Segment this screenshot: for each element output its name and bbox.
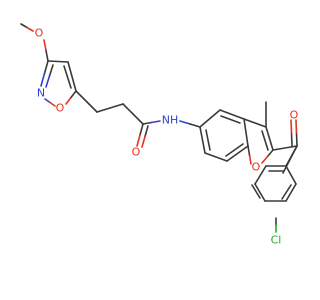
bond-n-aryl-a	[179, 120, 191, 125]
bond-n-o-a	[44, 98, 51, 104]
bond-b6	[199, 126, 206, 154]
chlorine-atom: Cl	[271, 234, 282, 247]
bond-c5-c4	[67, 61, 77, 92]
bond-ketone-o-a	[295, 132, 298, 147]
bond-f3-b	[261, 155, 269, 164]
ketone-oxygen-atom: O	[290, 109, 299, 122]
bond-b6-dbl	[205, 129, 211, 151]
benzofuran-oxygen-atom: O	[252, 161, 261, 174]
bond-co-o-dbl-a	[144, 125, 149, 138]
methoxy-oxygen-atom: O	[35, 27, 44, 40]
bond-b5	[204, 152, 228, 162]
bond-ph2-dbl	[281, 184, 292, 200]
bond-f1	[243, 118, 267, 128]
bond-b4-dbl	[225, 143, 244, 157]
amide-nh-atom: NH	[162, 114, 179, 127]
bond-c3-n-b	[40, 72, 46, 87]
bond-b3	[243, 118, 249, 147]
bond-layer	[20, 23, 298, 233]
bond-co-o-a	[139, 123, 144, 136]
bond-ch2-ch2	[96, 103, 124, 113]
bond-ketone-o-dbl-a	[290, 132, 293, 147]
bond-b4	[226, 145, 249, 162]
bond-ph5	[254, 165, 267, 185]
bond-methoxy-o-c3-b	[45, 49, 49, 62]
bond-c3-n-dbl-a	[48, 64, 54, 77]
bond-f2	[265, 126, 274, 151]
bond-ph4-dbl	[251, 184, 261, 199]
bond-c3-n-a	[43, 60, 49, 75]
bond-b2	[219, 109, 245, 120]
bond-ph2	[285, 183, 297, 202]
bond-ketone-o-dbl-b	[290, 119, 293, 134]
bond-ph1	[285, 165, 297, 185]
bond-c5-ch2	[75, 90, 98, 113]
bond-co-o-dbl-b	[141, 135, 146, 148]
bond-co-n-a	[142, 121, 153, 125]
bond-c5-c4-dbl	[63, 65, 72, 89]
bond-b1	[199, 109, 221, 128]
bond-o-c5-b	[70, 90, 77, 99]
bond-f4-a	[248, 154, 252, 165]
bond-co-o-b	[136, 134, 141, 147]
bond-f4-b	[247, 145, 251, 156]
bond-c4-c3	[47, 60, 69, 63]
bond-n-o-b	[49, 101, 56, 107]
isoxazole-nitrogen-atom: N	[37, 87, 45, 100]
bond-methyl-o-a	[20, 23, 28, 29]
bond-methoxy-o-c3-a	[43, 39, 47, 52]
bond-o-c5-a	[65, 96, 72, 105]
bond-c2-ketone	[272, 145, 298, 151]
bond-ketone-ph-fix	[285, 145, 298, 167]
bond-ketone-o-b	[295, 119, 298, 134]
bond-b2-dbl	[220, 115, 241, 124]
bond-n-aryl-b	[189, 123, 201, 128]
bond-co-n-b	[150, 120, 161, 124]
bond-methyl-o-b	[26, 26, 34, 32]
bond-ph4	[254, 183, 266, 202]
bond-f2-dbl	[261, 130, 269, 151]
bond-c3-n-dbl-b	[45, 75, 51, 88]
amide-oxygen-atom: O	[132, 146, 141, 159]
bond-ch2-co	[122, 103, 144, 125]
isoxazole-oxygen-atom: O	[56, 102, 65, 115]
bond-f3-a	[266, 149, 274, 158]
